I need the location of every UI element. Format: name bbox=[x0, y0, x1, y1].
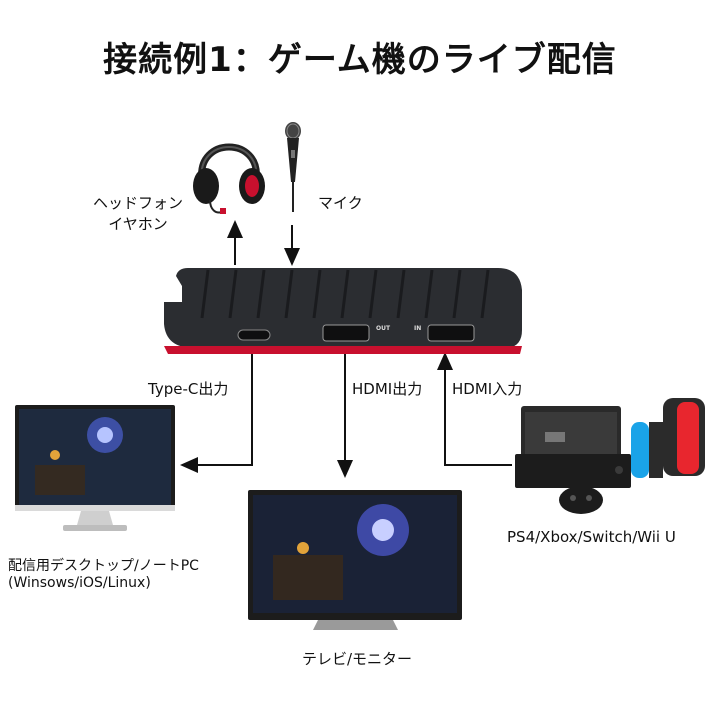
typec-out-label: Type-C出力 bbox=[148, 380, 229, 398]
headphone-label: ヘッドフォン イヤホン bbox=[78, 192, 198, 234]
console-image bbox=[515, 398, 705, 514]
hdmi-out-label: HDMI出力 bbox=[352, 380, 423, 398]
hdmi-in-port bbox=[427, 324, 475, 342]
headphone-label-line1: ヘッドフォン bbox=[92, 194, 183, 212]
microphone-icon bbox=[285, 122, 301, 212]
console-label: PS4/Xbox/Switch/Wii U bbox=[507, 528, 676, 546]
diagram-title: 接続例1：ゲーム機のライブ配信 bbox=[103, 40, 617, 80]
tv-monitor-image bbox=[248, 490, 462, 630]
desktop-monitor-image bbox=[15, 405, 175, 531]
hdmi-in-arrow bbox=[437, 352, 512, 466]
typec-port bbox=[237, 329, 271, 341]
hdmi-in-label: HDMI入力 bbox=[452, 380, 523, 398]
tv-label: テレビ/モニター bbox=[302, 650, 413, 668]
pc-label-line1: 配信用デスクトップ/ノートPC bbox=[8, 558, 199, 574]
pc-label-line2: (Winsows/iOS/Linux) bbox=[8, 575, 151, 591]
typec-arrow bbox=[180, 352, 253, 473]
pc-label: 配信用デスクトップ/ノートPC (Winsows/iOS/Linux) bbox=[8, 555, 199, 591]
mic-label: マイク bbox=[318, 194, 363, 212]
capture-device bbox=[164, 268, 522, 354]
port-in-label: IN bbox=[414, 325, 422, 332]
port-out-label: OUT bbox=[376, 325, 391, 332]
hdmi-out-port bbox=[322, 324, 370, 342]
headphone-label-line2: イヤホン bbox=[108, 215, 168, 233]
headphone-icon bbox=[193, 143, 265, 214]
